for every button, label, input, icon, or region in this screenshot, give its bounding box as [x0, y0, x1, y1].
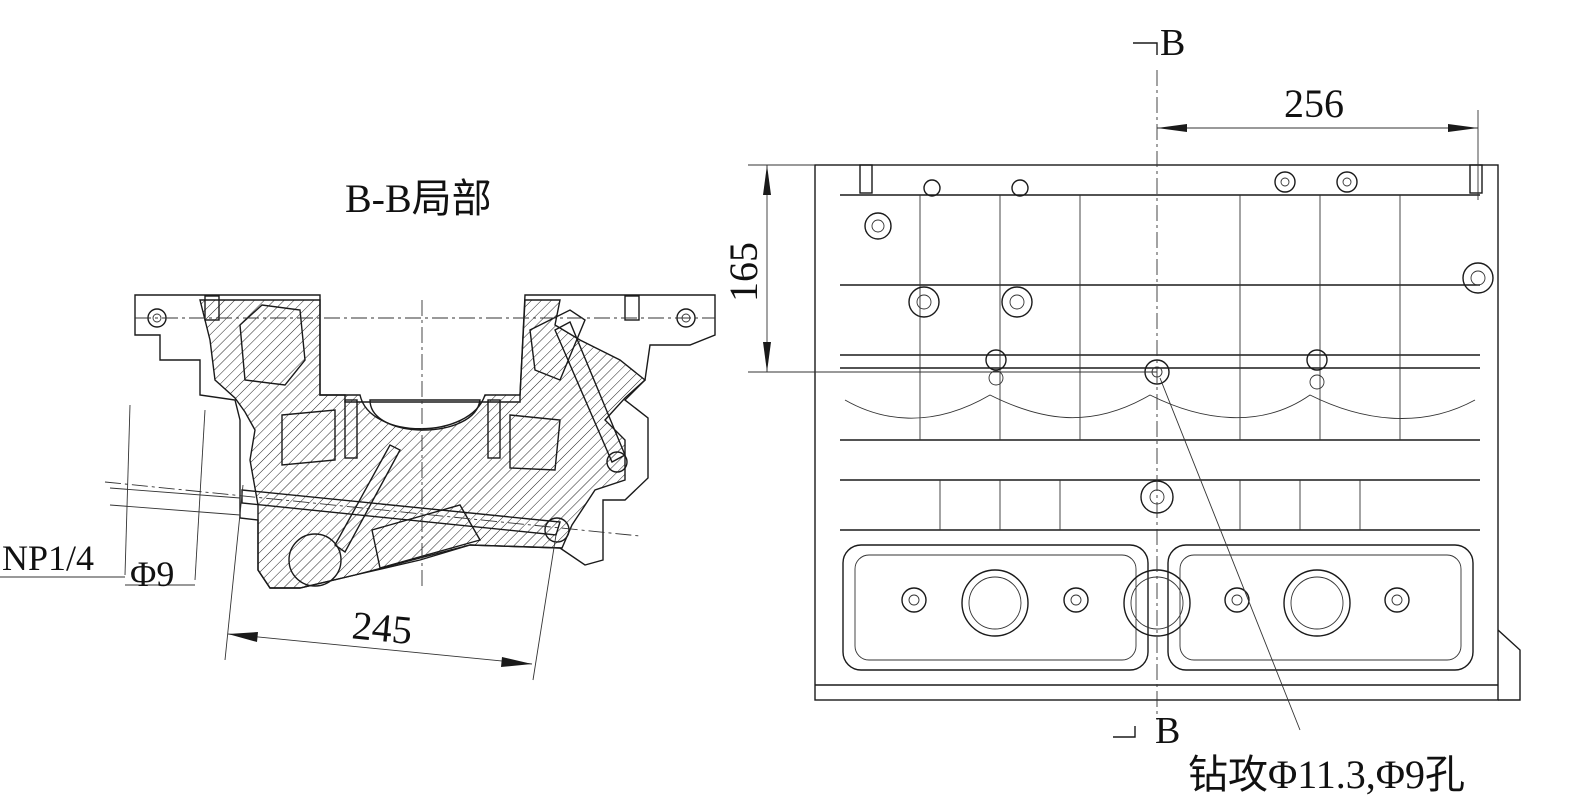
dim-165-arrow-bottom	[763, 342, 771, 372]
tapped-hole-1	[204, 295, 220, 321]
flange-hole-left-inner	[152, 313, 162, 323]
passage-end-hole	[606, 451, 628, 473]
plug-hole	[544, 517, 570, 543]
dim-245-ext-right	[532, 534, 557, 681]
dim-256-arrow-left	[1157, 124, 1187, 132]
dim-245-line	[227, 633, 533, 665]
section-title: B-B局部	[345, 176, 492, 221]
section-marker-bottom-arrow	[1113, 726, 1136, 738]
centerline-passage	[104, 481, 641, 537]
dim-offset-label: 256	[1284, 81, 1344, 126]
main-view: B B 256 165 钻攻Φ11.3,Φ9孔	[721, 22, 1521, 797]
hole-label: Φ9	[130, 554, 174, 594]
cavity-mid-right	[509, 414, 561, 471]
section-marker-bottom: B	[1155, 710, 1180, 752]
dim-165-arrow-top	[763, 165, 771, 195]
thread-dim-line	[124, 404, 131, 576]
block-outline	[814, 164, 1499, 701]
bearing-bore	[369, 399, 481, 431]
section-view-bb: B-B局部	[0, 176, 716, 681]
tapped-hole-3	[487, 399, 501, 459]
tapped-hole-4	[624, 295, 640, 321]
outline-step	[1497, 629, 1521, 701]
cavity-top-right	[529, 309, 586, 381]
drill-note: 钻攻Φ11.3,Φ9孔	[1188, 752, 1465, 797]
bottom-bore	[288, 533, 342, 587]
passage-ext-line-2	[109, 504, 241, 516]
top-holes	[859, 164, 1494, 514]
dim-height-label: 165	[721, 242, 766, 302]
passage-ext-line-1	[109, 487, 241, 499]
dim-245-ext-left	[224, 484, 244, 661]
cavity-mid-left	[281, 409, 336, 466]
tapped-hole-2	[344, 399, 358, 459]
cavity-top-left	[239, 304, 306, 386]
section-marker-top: B	[1160, 22, 1185, 64]
dim-256-arrow-right	[1448, 124, 1478, 132]
ribs	[844, 195, 1476, 530]
hole-dim-line	[194, 409, 206, 581]
oil-passage-cross	[334, 444, 401, 554]
lower-pockets	[842, 544, 1474, 671]
cavity-bottom	[371, 504, 482, 569]
section-marker-top-arrow	[1133, 42, 1158, 55]
drill-note-leader	[1159, 377, 1301, 731]
thread-label: NP1/4	[2, 538, 94, 578]
dim-245-arrow-right	[501, 657, 532, 667]
dim-width-label: 245	[350, 602, 414, 653]
dim-245-arrow-left	[228, 632, 258, 642]
